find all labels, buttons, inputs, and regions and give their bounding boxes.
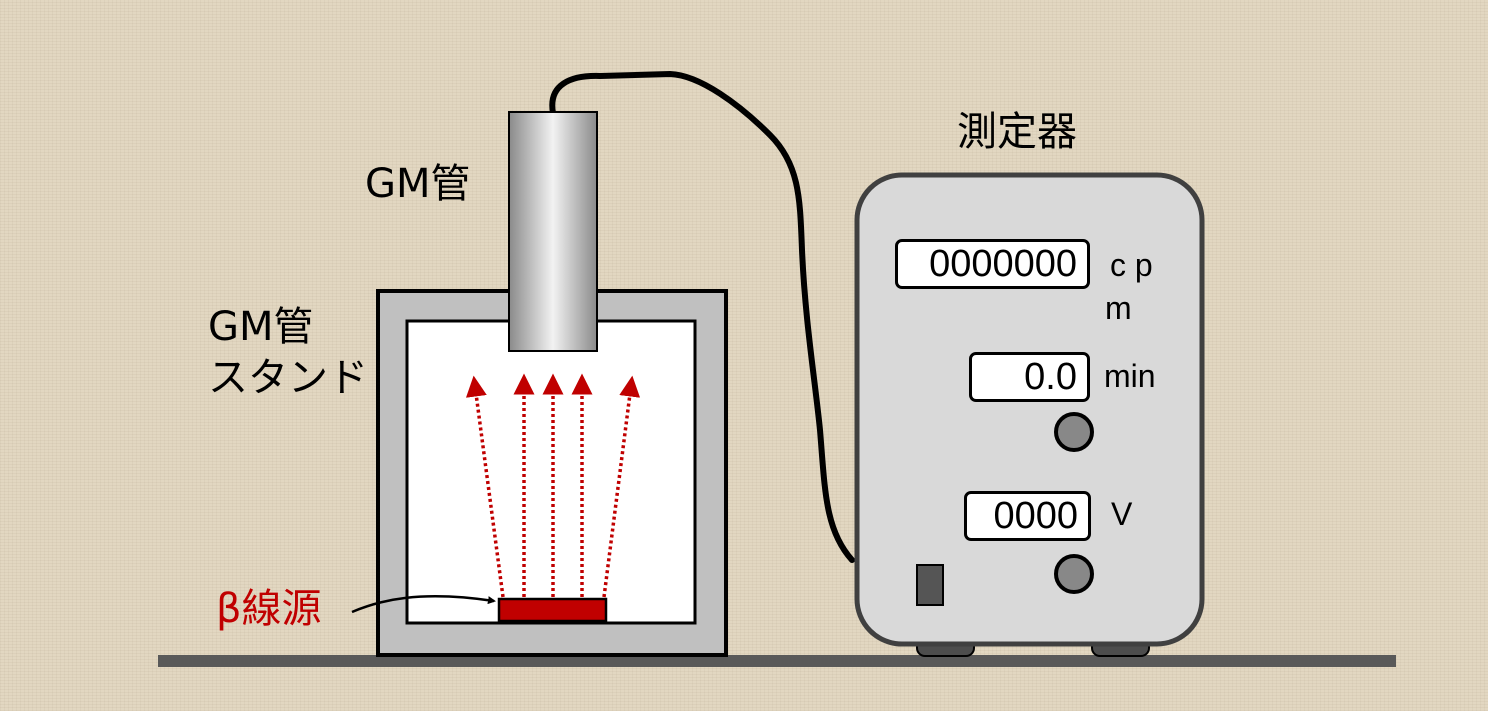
stand-label-line2: スタンド (208, 355, 368, 401)
stand-label-line1: GM管 (208, 304, 314, 350)
meter-body (854, 172, 1205, 647)
source-pointer-arrow (351, 595, 496, 614)
time-knob[interactable] (1054, 412, 1094, 452)
count-unit-line2: m (1105, 290, 1132, 326)
voltage-knob[interactable] (1054, 554, 1094, 594)
beta-source (497, 597, 608, 623)
voltage-display: 0000 (964, 491, 1091, 541)
gm-stand (376, 289, 728, 657)
meter-label: 測定器 (957, 109, 1077, 155)
cable (549, 70, 855, 563)
gm-tube (508, 111, 598, 352)
gm-tube-label: GM管 (365, 161, 471, 207)
count-unit-line1: c p (1110, 247, 1153, 283)
time-display: 0.0 (969, 352, 1090, 402)
power-switch[interactable] (916, 564, 944, 606)
beta-source-label: β線源 (216, 586, 322, 632)
count-display: 0000000 (895, 239, 1090, 289)
voltage-unit: V (1111, 496, 1133, 532)
time-unit: min (1104, 358, 1156, 394)
ground-bar (158, 655, 1396, 667)
